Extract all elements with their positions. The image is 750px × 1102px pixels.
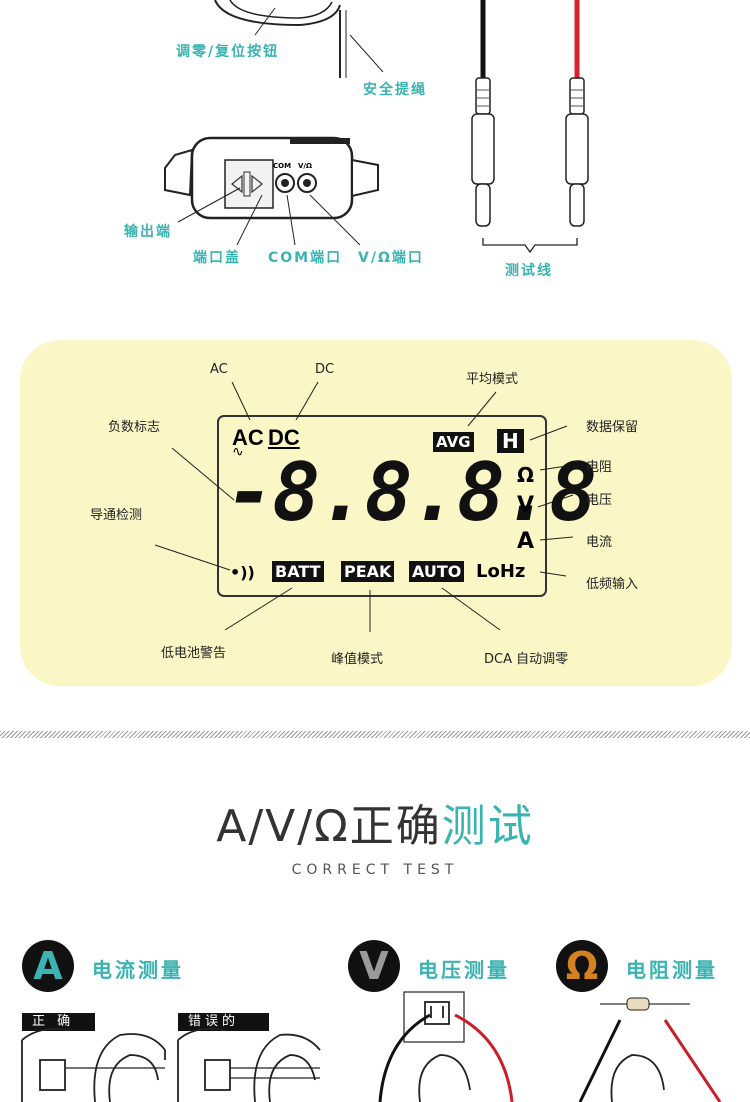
peak-mode-label: 峰值模式	[331, 652, 384, 667]
resistance-mode-title: 电阻测量	[626, 958, 718, 982]
lcd-diagram	[154, 381, 574, 632]
voltage-mode-badge: V	[348, 940, 400, 992]
com-mark: COM	[273, 162, 292, 170]
resistance-label: 电阻	[586, 460, 613, 475]
resistance-mode-letter: Ω	[565, 944, 599, 988]
lcd-buzzer-indicator: •))	[230, 563, 255, 582]
lcd-ohm-indicator: Ω	[517, 463, 535, 487]
lcd-hold-indicator: H	[497, 429, 524, 453]
section-title-accent: 测试	[441, 801, 534, 852]
current-mode-badge: A	[22, 940, 74, 992]
avg-mode-label: 平均模式	[466, 372, 519, 387]
top-diagram	[164, 0, 589, 254]
lcd-ac-indicator: AC	[232, 425, 264, 450]
lcd-volt-indicator: V	[517, 493, 535, 518]
low-batt-label: 低电池警告	[161, 646, 227, 661]
output-label: 输出端	[124, 224, 172, 240]
lcd-digits: -8.8.8.8	[226, 446, 597, 539]
port-cover-label: 端口盖	[193, 250, 241, 266]
section-title: A/V/Ω正确测试	[0, 790, 750, 854]
negative-label: 负数标志	[108, 420, 161, 435]
dca-zero-label: DCA 自动调零	[484, 652, 569, 667]
section-subtitle: CORRECT TEST	[291, 862, 459, 878]
dc-label: DC	[315, 362, 335, 377]
lcd-auto-indicator: AUTO	[409, 561, 465, 582]
continuity-label: 导通检测	[90, 508, 143, 523]
safety-rope-label: 安全提绳	[363, 82, 427, 98]
current-mode-letter: A	[33, 944, 63, 988]
lcd-lohz-indicator: LoHz	[476, 561, 526, 582]
lcd-batt-indicator: BATT	[272, 561, 324, 582]
v-ohm-port-label: V/Ω端口	[358, 250, 424, 266]
lcd-peak-indicator: PEAK	[341, 561, 395, 582]
lcd-avg-indicator: AVG	[433, 432, 474, 452]
v-ohm-mark: V/Ω	[298, 162, 312, 170]
current-mode-title: 电流测量	[92, 958, 184, 982]
com-port-label: COM端口	[268, 250, 343, 266]
correct-tag: 正 确	[22, 1013, 95, 1031]
ac-label: AC	[210, 362, 228, 377]
data-hold-label: 数据保留	[586, 420, 639, 435]
zero-reset-label: 调零/复位按钮	[176, 44, 280, 60]
lcd-panel	[20, 340, 732, 686]
hatched-divider	[0, 731, 750, 738]
resistance-mode-badge: Ω	[556, 940, 608, 992]
lcd-amp-indicator: A	[517, 529, 535, 554]
voltage-mode-title: 电压测量	[418, 958, 510, 982]
test-leads-label: 测试线	[505, 263, 553, 279]
section-title-main: A/V/Ω正确	[216, 801, 442, 852]
voltage-mode-letter: V	[359, 944, 389, 988]
wrong-tag: 错误的	[178, 1013, 269, 1031]
lcd-ac-wave: ∿	[232, 444, 244, 460]
bottom-illustrations	[21, 991, 722, 1102]
voltage-label: 电压	[586, 493, 613, 508]
low-freq-label: 低频输入	[586, 577, 639, 592]
lcd-dc-indicator: DC	[268, 425, 300, 450]
current-label: 电流	[586, 535, 613, 550]
